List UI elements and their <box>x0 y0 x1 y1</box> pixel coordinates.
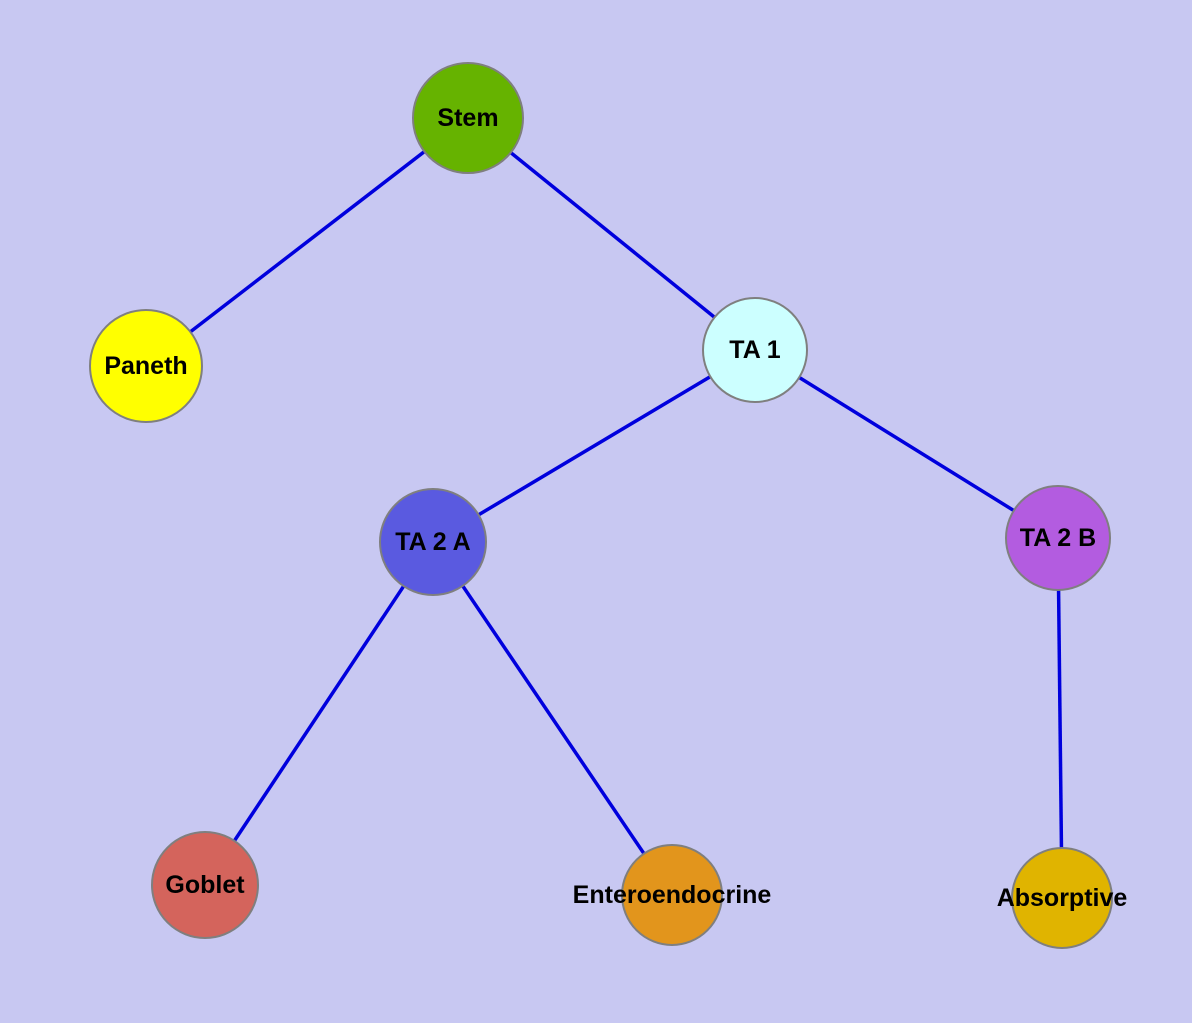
node-circle-ta-2-b[interactable] <box>1005 485 1111 591</box>
graph-edge-stem-ta-1 <box>466 116 757 352</box>
graph-edge-ta-2-a-goblet <box>203 541 435 886</box>
graph-node-ta-2-a[interactable]: TA 2 A <box>379 488 487 596</box>
graph-node-goblet[interactable]: Goblet <box>151 831 259 939</box>
graph-edge-ta-1-ta-2-a <box>432 348 756 544</box>
graph-node-ta-1[interactable]: TA 1 <box>702 297 808 403</box>
node-circle-absorptive[interactable] <box>1011 847 1113 949</box>
node-circle-stem[interactable] <box>412 62 524 174</box>
node-circle-ta-2-a[interactable] <box>379 488 487 596</box>
graph-node-ta-2-b[interactable]: TA 2 B <box>1005 485 1111 591</box>
edges-layer <box>144 116 1064 899</box>
graph-edge-ta-1-ta-2-b <box>754 348 1059 540</box>
graph-edge-ta-2-a-enteroendocrine <box>431 541 674 896</box>
node-circle-enteroendocrine[interactable] <box>621 844 723 946</box>
graph-node-stem[interactable]: Stem <box>412 62 524 174</box>
graph-node-paneth[interactable]: Paneth <box>89 309 203 423</box>
node-circle-goblet[interactable] <box>151 831 259 939</box>
node-circle-ta-1[interactable] <box>702 297 808 403</box>
graph-edge-ta-2-b-absorptive <box>1056 537 1064 899</box>
node-circle-paneth[interactable] <box>89 309 203 423</box>
graph-edge-stem-paneth <box>144 116 470 368</box>
